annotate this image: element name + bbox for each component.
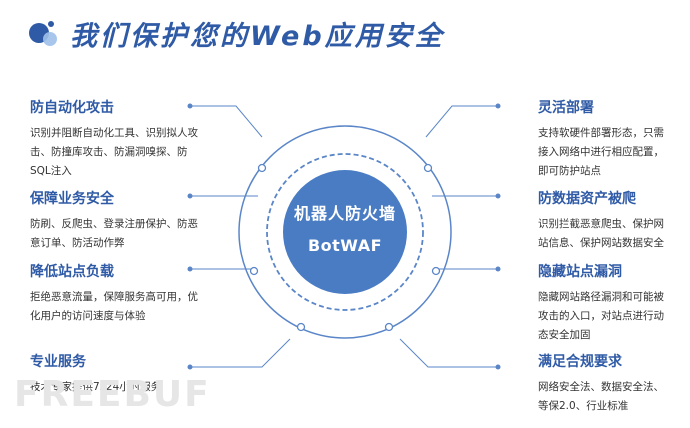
feature-title: 灵活部署 [538, 100, 594, 116]
logo-dots-icon [29, 21, 57, 46]
feature-desc: 拒绝恶意流量，保障服务高可用，优化用户的访问速度与体验 [30, 291, 198, 322]
feature-desc: 识别拦截恶意爬虫、保护网站信息、保护网站数据安全 [538, 218, 664, 249]
feature-desc: 网络安全法、数据安全法、等保2.0、行业标准 [538, 381, 664, 412]
feature-professional-service: 专业服务 技术专家提供7x24小时服务 [30, 351, 200, 397]
feature-business-security: 保障业务安全 防刷、反爬虫、登录注册保护、防恶意订单、防活动作弊 [30, 188, 200, 253]
feature-title: 降低站点负载 [30, 264, 114, 280]
page-title: 我们保护您的Web应用安全 [70, 21, 445, 52]
watermark: FREEBUF [14, 374, 211, 415]
feature-title: 保障业务安全 [30, 191, 114, 207]
feature-reduce-load: 降低站点负载 拒绝恶意流量，保障服务高可用，优化用户的访问速度与体验 [30, 261, 200, 326]
feature-title: 防自动化攻击 [30, 100, 114, 116]
feature-anti-automation: 防自动化攻击 识别并阻断自动化工具、识别拟人攻击、防撞库攻击、防漏洞嗅探、防SQ… [30, 97, 200, 181]
feature-desc: 支持软硬件部署形态，只需接入网络中进行相应配置，即可防护站点 [538, 127, 664, 177]
feature-desc: 技术专家提供7x24小时服务 [30, 381, 162, 393]
feature-compliance: 满足合规要求 网络安全法、数据安全法、等保2.0、行业标准 [538, 351, 670, 416]
feature-desc: 隐藏网站路径漏洞和可能被攻击的入口，对站点进行动态安全加固 [538, 291, 664, 341]
feature-flexible-deploy: 灵活部署 支持软硬件部署形态，只需接入网络中进行相应配置，即可防护站点 [538, 97, 670, 181]
feature-desc: 识别并阻断自动化工具、识别拟人攻击、防撞库攻击、防漏洞嗅探、防SQL注入 [30, 127, 198, 177]
feature-anti-scraping: 防数据资产被爬 识别拦截恶意爬虫、保护网站信息、保护网站数据安全 [538, 188, 670, 253]
feature-title: 隐藏站点漏洞 [538, 264, 622, 280]
feature-hide-vulnerabilities: 隐藏站点漏洞 隐藏网站路径漏洞和可能被攻击的入口，对站点进行动态安全加固 [538, 261, 670, 345]
feature-title: 满足合规要求 [538, 354, 622, 370]
feature-title: 专业服务 [30, 354, 86, 370]
feature-title: 防数据资产被爬 [538, 191, 636, 207]
feature-desc: 防刷、反爬虫、登录注册保护、防恶意订单、防活动作弊 [30, 218, 198, 249]
